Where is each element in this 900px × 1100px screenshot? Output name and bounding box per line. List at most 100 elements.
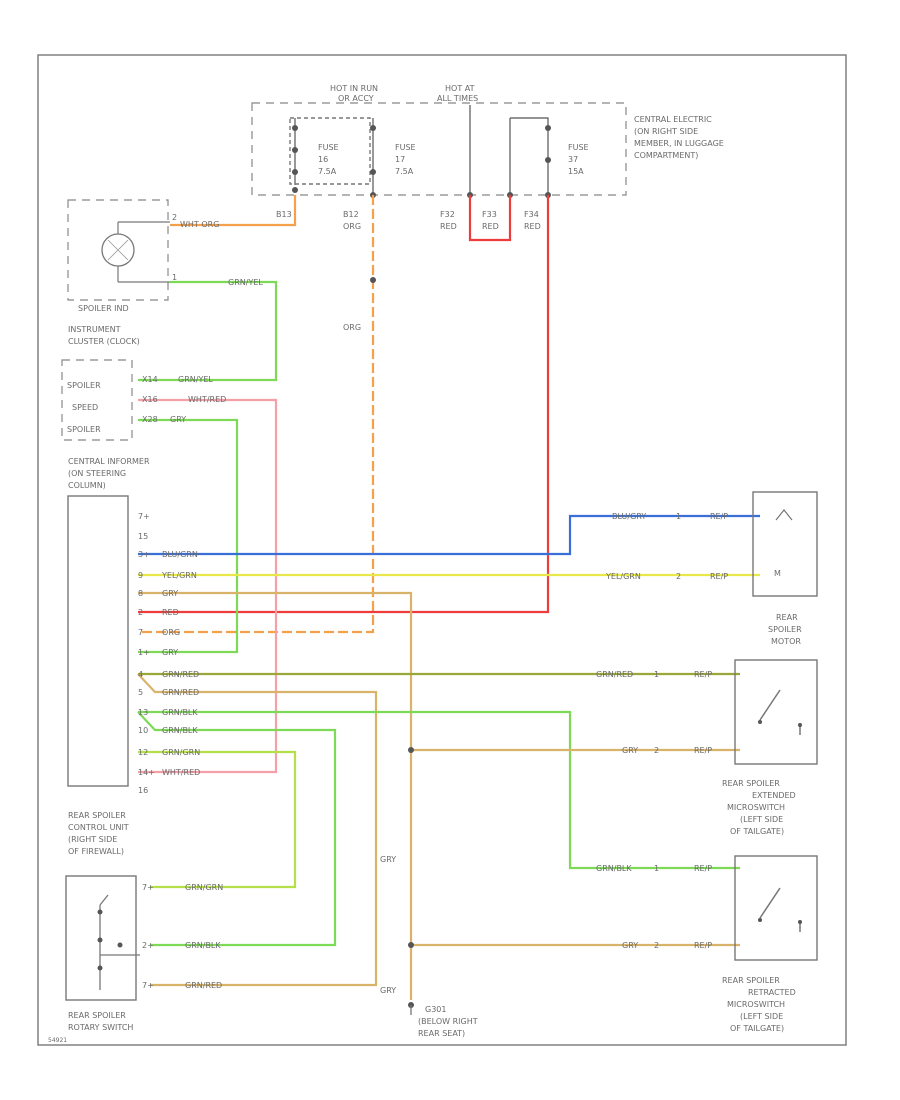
cu-label-3: (RIGHT SIDE xyxy=(68,835,117,844)
ground-label-1: G301 xyxy=(425,1005,446,1014)
wire-gry-x28 xyxy=(138,418,239,654)
cluster-box-3: SPOILER xyxy=(67,425,101,434)
rotary-pin-3: 7+ xyxy=(142,981,154,990)
motor-pin-1: 1 xyxy=(676,512,681,521)
informer-wire-6: GRY xyxy=(162,648,178,657)
rotary-pin-1: 7+ xyxy=(142,883,154,892)
cluster-pin-3: X28 xyxy=(142,415,158,424)
motor-wire-1: BLU/GRY xyxy=(612,512,646,521)
fuse-header-left-1: HOT IN RUN xyxy=(330,84,378,93)
cu-label-2: CONTROL UNIT xyxy=(68,823,129,832)
informer-pin-14: 14+ xyxy=(138,768,155,777)
informer-pin-8: 1+ xyxy=(138,648,150,657)
ret-label-5: OF TAILGATE) xyxy=(730,1024,784,1033)
motor-pin-2: 2 xyxy=(676,572,681,581)
ext-conn-1: RE/P xyxy=(694,670,712,679)
rear-spoiler-control-unit: REAR SPOILER CONTROL UNIT (RIGHT SIDE OF… xyxy=(68,811,129,856)
fuse-b-label-2: 17 xyxy=(395,155,405,164)
diagram-frame xyxy=(37,54,847,1046)
rotary-pin-2: 2+ xyxy=(142,941,154,950)
ext-label-3: MICROSWITCH xyxy=(727,803,785,812)
fuse-c-label-3: 15A xyxy=(568,167,584,176)
fuse-box-desc-4: COMPARTMENT) xyxy=(634,151,698,160)
spoiler-ind-label: SPOILER IND xyxy=(78,304,129,313)
motor-wire-2: YEL/GRN xyxy=(605,572,641,581)
cluster-pin-2: X16 xyxy=(142,395,158,404)
extended-microswitch: REAR SPOILER EXTENDED MICROSWITCH (LEFT … xyxy=(596,659,818,836)
rotary-switch: REAR SPOILER ROTARY SWITCH 7+ 2+ 7+ GRN/… xyxy=(65,875,223,1032)
wire-org-fuseA xyxy=(170,195,297,227)
informer-pin-1: 7+ xyxy=(138,512,150,521)
ext-label-2: EXTENDED xyxy=(752,791,796,800)
motor-label-3: MOTOR xyxy=(771,637,801,646)
rotary-wire-3: GRN/RED xyxy=(185,981,222,990)
ext-wire-1: GRN/RED xyxy=(596,670,633,679)
informer-wire-12: WHT/RED xyxy=(162,768,200,777)
rotary-wire-1: GRN/GRN xyxy=(185,883,223,892)
spoiler-ind-wire-top: WHT ORG xyxy=(180,220,219,229)
informer-wire-8: GRN/RED xyxy=(162,688,199,697)
fuse-box-outline xyxy=(251,102,627,196)
wire-grn-blk xyxy=(138,710,740,870)
ground-label-2: (BELOW RIGHT xyxy=(418,1017,478,1026)
informer-label-2: (ON STEERING xyxy=(68,469,126,478)
ret-label-2: RETRACTED xyxy=(748,988,796,997)
informer-pin-15: 16 xyxy=(138,786,148,795)
ret-pin-2: 2 xyxy=(654,941,659,950)
fuse-box-desc-1: CENTRAL ELECTRIC xyxy=(634,115,712,124)
informer-box xyxy=(67,495,129,787)
fuse-a-label-2: 16 xyxy=(318,155,328,164)
instrument-cluster: INSTRUMENT CLUSTER (CLOCK) SPOILER SPEED… xyxy=(61,325,226,441)
informer-wire-5: ORG xyxy=(162,628,180,637)
cu-label-4: OF FIREWALL) xyxy=(68,847,124,856)
fuse-b-label-1: FUSE xyxy=(395,143,416,152)
wire-b12-label: ORG xyxy=(343,222,361,231)
rotary-label-2: ROTARY SWITCH xyxy=(68,1023,133,1032)
fuse-a-label-3: 7.5A xyxy=(318,167,337,176)
motor-label-2: SPOILER xyxy=(768,625,802,634)
ret-label-1: REAR SPOILER xyxy=(722,976,780,985)
spoiler-ind-pin-top: 2 xyxy=(172,213,177,222)
cluster-pin-1: X14 xyxy=(142,375,158,384)
informer-wire-9: GRN/BLK xyxy=(162,708,198,717)
rotary-wire-2: GRN/BLK xyxy=(185,941,221,950)
ext-label-1: REAR SPOILER xyxy=(722,779,780,788)
informer-wire-10: GRN/BLK xyxy=(162,726,198,735)
ext-label-5: OF TAILGATE) xyxy=(730,827,784,836)
wire-grn-blk-2 xyxy=(137,711,337,947)
spoiler-ind-pin-bot: 1 xyxy=(172,273,177,282)
informer-pin-7: 7 xyxy=(138,628,143,637)
ret-label-4: (LEFT SIDE xyxy=(740,1012,783,1021)
fuse-box-desc-3: MEMBER, IN LUGGAGE xyxy=(634,139,724,148)
ext-conn-2: RE/P xyxy=(694,746,712,755)
cluster-box-2: SPEED xyxy=(72,403,98,412)
fuse-header-right-2: ALL TIMES xyxy=(437,94,478,103)
wire-red-loop xyxy=(468,195,512,242)
spoiler-motor: M REAR SPOILER MOTOR BLU/GRY YEL/GRN 1 2… xyxy=(605,491,818,646)
fuse-box-desc-2: (ON RIGHT SIDE xyxy=(634,127,698,136)
motor-conn-1: RE/P xyxy=(710,512,728,521)
term-b12: B12 xyxy=(343,210,359,219)
cluster-label-2: CLUSTER (CLOCK) xyxy=(68,337,140,346)
informer-pin-3: 3+ xyxy=(138,550,150,559)
fuse-a-label-1: FUSE xyxy=(318,143,339,152)
cluster-label-1: INSTRUMENT xyxy=(68,325,121,334)
wire-wht-red xyxy=(138,398,278,774)
fuse-header-left-2: OR ACCY xyxy=(338,94,374,103)
informer-pin-10: 5 xyxy=(138,688,143,697)
fuse-c-label-1: FUSE xyxy=(568,143,589,152)
informer-label-3: COLUMN) xyxy=(68,481,106,490)
cluster-box-1: SPOILER xyxy=(67,381,101,390)
informer-wire-1: BLU/GRN xyxy=(162,550,198,559)
term-f34: F34 xyxy=(524,210,539,219)
ret-conn-1: RE/P xyxy=(694,864,712,873)
ret-wire-1: GRN/BLK xyxy=(596,864,632,873)
page-code: 54921 xyxy=(48,1037,67,1044)
ret-pin-1: 1 xyxy=(654,864,659,873)
center-gry-label-a: GRY xyxy=(380,855,396,864)
motor-conn-2: RE/P xyxy=(710,572,728,581)
center-org-label: ORG xyxy=(343,323,361,332)
ground-label-3: REAR SEAT) xyxy=(418,1029,465,1038)
informer-pin-5: 8 xyxy=(138,589,143,598)
term-b13: B13 xyxy=(276,210,292,219)
